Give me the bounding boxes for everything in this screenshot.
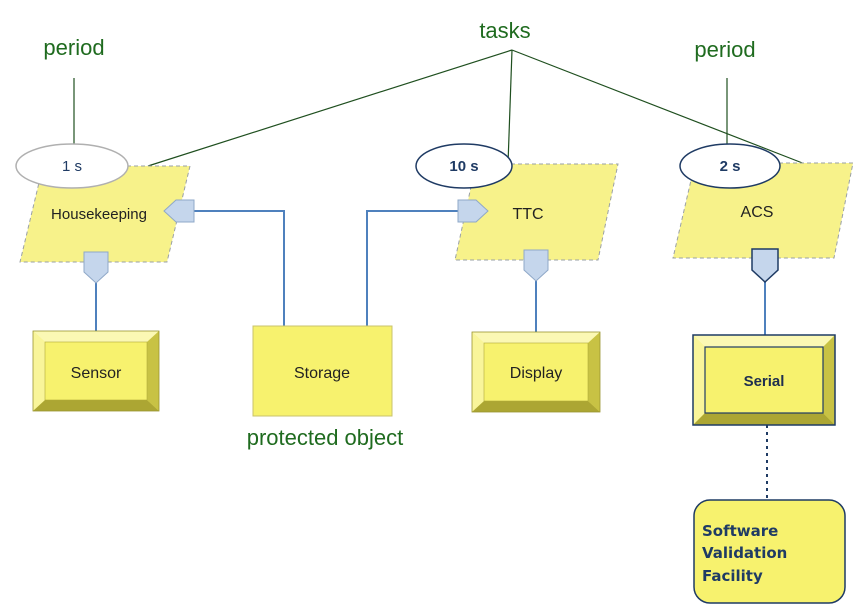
facility-line-1: Software (702, 522, 778, 540)
period-label-right: period (694, 37, 755, 62)
period-value-housekeeping: 1 s (62, 158, 82, 175)
tree-line-ttc (507, 49, 513, 165)
serial-label: Serial (744, 373, 785, 390)
connection-lines (95, 210, 766, 335)
ttc-in-connector (457, 199, 489, 223)
task-name-housekeeping: Housekeeping (51, 206, 147, 223)
validation-facility-box[interactable] (693, 499, 846, 604)
task-name-acs: ACS (741, 204, 774, 221)
period-label-left: period (43, 35, 104, 60)
period-ellipse-ttc (415, 143, 513, 189)
link-housekeeping-storage (192, 210, 285, 326)
protected-object-label: protected object (247, 425, 404, 450)
period-value-acs: 2 s (720, 158, 741, 175)
tree-line-housekeeping (147, 49, 513, 167)
tasks-label: tasks (479, 18, 530, 43)
storage-box[interactable] (252, 325, 393, 417)
period-value-ttc: 10 s (449, 158, 478, 175)
facility-line-2: Validation (702, 544, 787, 562)
housekeeping-down-connector (83, 251, 109, 284)
task-housekeeping-shape[interactable] (19, 165, 191, 263)
period-ellipse-acs (679, 143, 781, 189)
tree-line-acs (511, 49, 806, 165)
task-ttc-shape[interactable] (454, 163, 619, 261)
acs-down-connector (751, 248, 779, 284)
housekeeping-out-connector (163, 199, 195, 223)
display-label: Display (510, 365, 562, 382)
storage-label: Storage (294, 365, 350, 382)
link-storage-ttc (366, 210, 460, 326)
display-device[interactable] (471, 331, 601, 413)
ttc-down-connector (523, 249, 549, 282)
task-name-ttc: TTC (512, 206, 543, 223)
sensor-device[interactable] (32, 330, 160, 412)
facility-line-3: Facility (702, 567, 763, 585)
tasks-tree-lines (147, 49, 806, 167)
period-ellipse-housekeeping (15, 143, 129, 189)
sensor-label: Sensor (71, 365, 122, 382)
serial-device[interactable] (692, 334, 836, 426)
